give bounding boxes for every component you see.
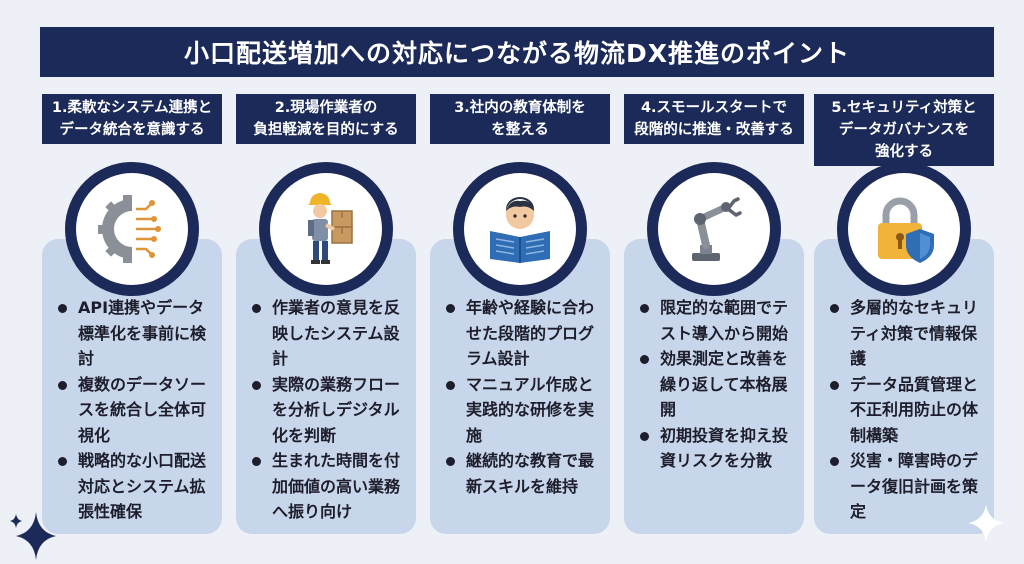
icon-circle — [259, 162, 393, 296]
sparkle-icon — [968, 504, 1004, 542]
padlock-shield-icon — [878, 197, 934, 263]
page-title: 小口配送増加への対応につながる物流DX推進のポイント — [40, 27, 994, 77]
bullet-list: 作業者の意見を反映したシステム設計 実際の業務フローを分析しデジタル化を判断 生… — [250, 295, 410, 525]
list-item: 戦略的な小口配送対応とシステム拡張性確保 — [56, 448, 216, 525]
point-column-3: 3.社内の教育体制を を整える 年齢や経験に合わせた段階的プログラム設計 マニュ… — [430, 94, 610, 534]
list-item: 実際の業務フローを分析しデジタル化を判断 — [250, 372, 410, 449]
bullet-list: 多層的なセキュリティ対策で情報保護 データ品質管理と不正利用防止の体制構築 災害… — [828, 295, 988, 525]
point-heading: 5.セキュリティ対策と データガバナンスを 強化する — [814, 94, 994, 166]
list-item: 年齢や経験に合わせた段階的プログラム設計 — [444, 295, 604, 372]
person-reading-book-icon — [490, 197, 550, 263]
point-heading: 2.現場作業者の 負担軽減を目的にする — [236, 94, 416, 144]
list-item: 複数のデータソースを統合し全体可視化 — [56, 372, 216, 449]
list-item: マニュアル作成と実践的な研修を実施 — [444, 372, 604, 449]
list-item: 作業者の意見を反映したシステム設計 — [250, 295, 410, 372]
icon-circle — [647, 162, 781, 296]
bullet-list: 限定的な範囲でテスト導入から開始 効果測定と改善を繰り返して本格展開 初期投資を… — [638, 295, 798, 474]
worker-carrying-boxes-icon — [308, 193, 353, 264]
list-item: 継続的な教育で最新スキルを維持 — [444, 448, 604, 499]
point-heading: 4.スモールスタートで 段階的に推進・改善する — [624, 94, 804, 144]
list-item: 限定的な範囲でテスト導入から開始 — [638, 295, 798, 346]
list-item: データ品質管理と不正利用防止の体制構築 — [828, 372, 988, 449]
gear-circuit-icon — [98, 195, 161, 263]
point-column-4: 4.スモールスタートで 段階的に推進・改善する 限定的な範囲でテスト導入から開始… — [624, 94, 804, 534]
icon-circle — [453, 162, 587, 296]
list-item: 効果測定と改善を繰り返して本格展開 — [638, 346, 798, 423]
icon-circle — [837, 162, 971, 296]
list-item: API連携やデータ標準化を事前に検討 — [56, 295, 216, 372]
bullet-list: 年齢や経験に合わせた段階的プログラム設計 マニュアル作成と実践的な研修を実施 継… — [444, 295, 604, 499]
bullet-list: API連携やデータ標準化を事前に検討 複数のデータソースを統合し全体可視化 戦略… — [56, 295, 216, 525]
point-column-5: 5.セキュリティ対策と データガバナンスを 強化する 多層的なセキュリティ対策で… — [814, 94, 994, 534]
list-item: 初期投資を抑え投資リスクを分散 — [638, 423, 798, 474]
list-item: 生まれた時間を付加価値の高い業務へ振り向け — [250, 448, 410, 525]
sparkle-icon — [10, 512, 56, 560]
point-column-2: 2.現場作業者の 負担軽減を目的にする 作業者の意見を反映したシステム設計 — [236, 94, 416, 534]
list-item: 多層的なセキュリティ対策で情報保護 — [828, 295, 988, 372]
icon-circle — [65, 162, 199, 296]
point-heading: 1.柔軟なシステム連携と データ統合を意識する — [42, 94, 222, 144]
point-column-1: 1.柔軟なシステム連携と データ統合を意識する API連携やデータ標準化を事前 — [42, 94, 222, 534]
list-item: 災害・障害時のデータ復旧計画を策定 — [828, 448, 988, 525]
point-heading: 3.社内の教育体制を を整える — [430, 94, 610, 144]
robot-arm-icon — [692, 197, 742, 261]
